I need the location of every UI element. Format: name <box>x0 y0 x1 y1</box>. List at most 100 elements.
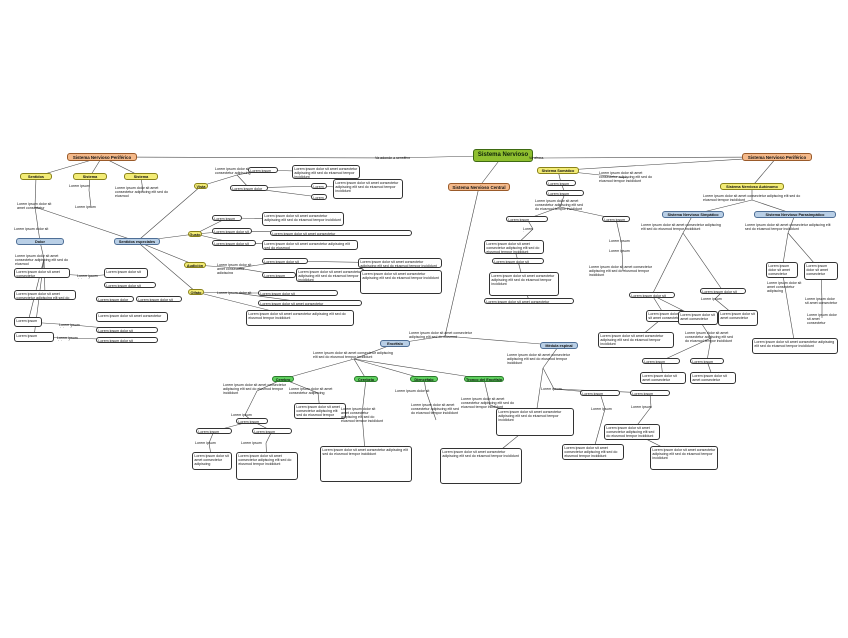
node-sis_auto_r: Sistema Nervioso Autónomo <box>720 183 784 190</box>
connector-t_enc2-tronco <box>353 358 485 380</box>
node-b_r6: Lorem ipsum dolor sit <box>96 327 158 333</box>
node-t_sm2: Lorem ipsum dolor sit amet consectetur a… <box>535 198 583 212</box>
node-b_o2: Lorem ipsum dolor sit amet consectetur <box>258 300 362 306</box>
connector-t_s7-b_s9 <box>660 337 712 362</box>
node-simpatico: Sistema Nervioso Simpático <box>662 211 724 218</box>
node-t_cb1: Lorem ipsum dolor sit amet consectetur a… <box>341 406 383 423</box>
connector-t_sm10-t_sm11 <box>620 240 623 252</box>
node-lk2: Va ahora <box>529 155 544 160</box>
node-b_o1: Lorem ipsum dolor sit <box>258 290 338 296</box>
node-t_c9: Lorem ipsum <box>241 440 262 445</box>
node-t_d3: Lorem ipsum dolor sit <box>57 335 78 342</box>
node-b_s9: Lorem ipsum <box>642 358 680 364</box>
node-b_s10: Lorem ipsum <box>690 358 724 364</box>
node-t_me1: Lorem ipsum dolor sit amet consectetur a… <box>507 352 570 366</box>
node-b_g1: Lorem ipsum dolor sit <box>212 215 242 221</box>
node-t_esp: Lorem ipsum dolor sit <box>14 226 49 231</box>
node-dolor: Dolor <box>16 238 64 245</box>
node-b_sm3: Lorem ipsum <box>506 216 548 222</box>
node-t_dol: Lorem ipsum dolor sit amet consectetur a… <box>15 253 68 266</box>
connector-sens_som-t_sens <box>34 176 37 208</box>
connector-sent_esp-olfato <box>136 241 197 293</box>
node-t_vista: Lorem ipsum dolor sit amet consectetur a… <box>215 166 259 175</box>
connector-t_enc2-diencef <box>353 358 425 380</box>
connector-t_c1-t_c4 <box>244 390 258 416</box>
node-t_sm1: Lorem ipsum dolor sit amet consectetur a… <box>599 170 652 184</box>
node-b_g5: Lorem ipsum dolor sit amet consectetur <box>270 230 412 236</box>
node-b_o3: Lorem ipsum dolor sit amet consectetur a… <box>246 310 354 326</box>
node-b_c10: Lorem ipsum dolor sit amet consectetur a… <box>192 452 232 470</box>
node-b_r4: Lorem ipsum dolor sit <box>136 296 182 302</box>
node-b_a2: Lorem ipsum <box>262 272 296 278</box>
node-peri_right: Sistema Nervioso Periférico <box>742 153 812 161</box>
node-b_v6: Lorem ipsum dolor sit amet consectetur a… <box>333 179 403 199</box>
node-sis_auto_l: Sistema Autónomo <box>124 173 158 180</box>
node-b_p2: Lorem ipsum dolor sit amet consectetur <box>804 262 838 280</box>
connector-t_sim-b_s1 <box>651 232 684 296</box>
node-b_r3: Lorem ipsum dolor sit <box>96 296 134 302</box>
node-t_sens: Lorem ipsum dolor sit amet consectetur <box>17 201 52 210</box>
connector-sent_esp-vista <box>136 185 202 242</box>
node-b_a3: Lorem ipsum dolor sit amet consectetur a… <box>296 268 364 282</box>
connector-central-t_enc <box>444 186 480 337</box>
node-b_dol1: Lorem ipsum dolor sit amet consectetur <box>14 268 70 278</box>
node-b_cb2: Lorem ipsum dolor sit amet consectetur a… <box>320 446 412 482</box>
node-t_ar: Lorem ipsum dolor sit amet consectetur a… <box>703 193 801 202</box>
node-t_d1: Lorem ipsum dolor sit <box>77 273 98 280</box>
node-b_c7: Lorem ipsum <box>252 428 292 434</box>
node-diencef: Diencéfalo <box>410 376 438 382</box>
node-b_dol4: Lorem ipsum <box>14 332 54 342</box>
node-t_sm10: Lorem ipsum <box>609 238 630 243</box>
node-central: Sistema Nervioso Central <box>448 183 510 191</box>
node-b_sm8: Lorem ipsum dolor sit amet consectetur <box>484 298 574 304</box>
node-b_me7: Lorem ipsum dolor sit amet consectetur a… <box>562 444 624 460</box>
node-b_s5: Lorem ipsum dolor sit amet consectetur <box>678 311 718 325</box>
node-t_enc: Lorem ipsum dolor sit amet consectetur a… <box>409 330 472 339</box>
node-t_s7: Lorem ipsum dolor sit amet consectetur a… <box>685 330 733 344</box>
node-t_sm12: Lorem ipsum dolor sit amet consectetur a… <box>589 264 652 278</box>
node-b_a5: Lorem ipsum dolor sit amet consectetur a… <box>360 270 442 294</box>
node-sis_trig: Sistema Trigémino <box>73 173 107 180</box>
node-t_p5: Lorem ipsum dolor sit amet consectetur <box>807 312 837 325</box>
connector-t_enc2-cerebro <box>282 358 355 380</box>
node-sens_som: Sentidos Somáticos <box>20 173 52 180</box>
connector-peri_right-sis_som_mot <box>557 156 778 171</box>
node-t_p4: Lorem ipsum dolor sit amet consectetur <box>805 296 838 305</box>
node-b_g3: Lorem ipsum dolor sit <box>212 240 256 246</box>
node-b_sm9: Lorem ipsum <box>602 216 630 222</box>
node-t_p3: Lorem ipsum dolor sit amet consectetur a… <box>767 280 802 294</box>
node-b_v4: Lorem ipsum <box>311 183 327 189</box>
node-t_sm4: Lorem ipsum <box>523 226 534 233</box>
connector-lk1-peri_left <box>101 156 395 159</box>
node-b_s4: Lorem ipsum dolor sit amet consectetur <box>646 310 684 322</box>
node-b_s11: Lorem ipsum dolor sit amet consectetur <box>640 372 686 384</box>
node-parasimp: Sistema Nervioso Parasimpático <box>754 211 836 218</box>
node-t_c1: Lorem ipsum dolor sit amet consectetur a… <box>223 382 286 396</box>
node-t_c4: Lorem ipsum <box>231 412 252 417</box>
node-t_tr1: Lorem ipsum dolor sit amet consectetur a… <box>461 396 514 410</box>
node-b_tr3: Lorem ipsum dolor sit amet consectetur a… <box>440 448 522 484</box>
node-b_sm6: Lorem ipsum dolor sit <box>492 258 544 264</box>
connector-t_d1x-t_d2x <box>425 390 437 421</box>
connector-t_trig-t_trig2 <box>88 189 92 208</box>
node-b_g6: Lorem ipsum dolor sit amet consectetur a… <box>262 240 358 250</box>
node-b_s2: Lorem ipsum dolor sit <box>700 288 746 294</box>
node-b_dol2: Lorem ipsum dolor sit amet consectetur a… <box>14 290 76 300</box>
connector-lk2-peri_right <box>540 156 778 159</box>
node-sis_som_mot: Sistema Somático (Motor) <box>537 167 579 174</box>
connector-t_s7-b_s10 <box>706 337 712 362</box>
node-encefalo: Encéfalo <box>380 340 410 347</box>
node-t_c2: Lorem ipsum dolor sit amet consectetur a… <box>289 386 333 395</box>
connector-medula-t_me1 <box>542 345 560 369</box>
node-b_s8: Lorem ipsum dolor sit amet consectetur a… <box>598 332 674 348</box>
node-b_me9: Lorem ipsum dolor sit amet consectetur a… <box>650 446 718 470</box>
node-t_trig2: Lorem ipsum <box>75 204 96 209</box>
node-t_me6: Lorem ipsum <box>631 404 652 409</box>
node-b_p1: Lorem ipsum dolor sit amet consectetur <box>766 262 798 278</box>
node-b_c6: Lorem ipsum <box>196 428 232 434</box>
connector-t_enc2-cerebelo <box>353 358 367 380</box>
node-medula: Médula espinal <box>540 342 578 349</box>
connector-t_sens-dolor <box>34 206 41 242</box>
node-t_me2: Lorem ipsum <box>541 386 562 391</box>
node-t_sm11: Lorem ipsum <box>609 248 630 253</box>
